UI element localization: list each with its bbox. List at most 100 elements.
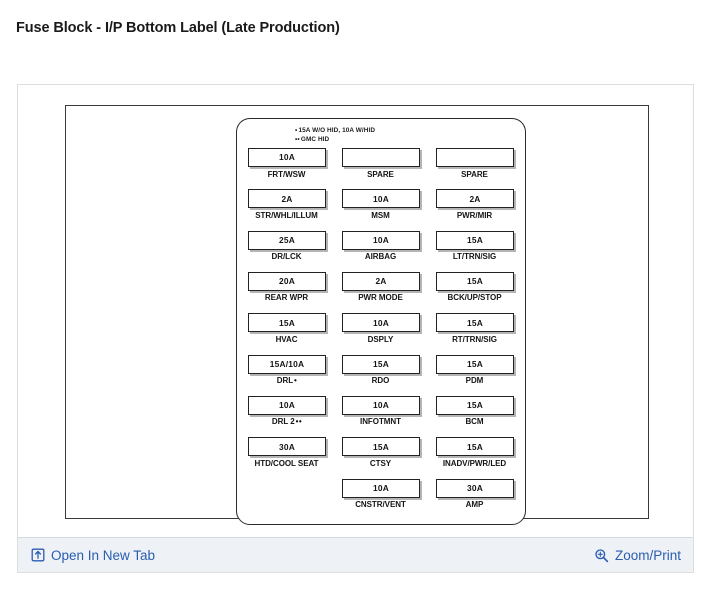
fuse-label: CTSY (369, 458, 392, 468)
fuse-amperage: 10A (373, 482, 389, 493)
fuse-cell[interactable]: 15A INADV/PWR/LED (435, 437, 515, 478)
fuse-box: 10A (248, 395, 326, 415)
fuse-cell[interactable]: 15A LT/TRN/SIG (435, 230, 515, 272)
zoom-print-button[interactable]: Zoom/Print (594, 548, 681, 563)
fuse-cell[interactable]: 20A REAR WPR (247, 271, 327, 313)
fuse-label: SPARE (367, 169, 394, 179)
fuse-label: PWR/MIR (456, 210, 493, 220)
fuse-label: DSPLY (367, 334, 394, 344)
fuse-box: 10A (248, 148, 326, 167)
fuse-amperage: 25A (279, 234, 295, 245)
fuse-amperage: 10A (373, 400, 389, 411)
fuse-label: BCM (465, 417, 484, 427)
fuse-columns: 10A FRT/WSW 2A STR/WHL/ILLUM 25A DR/LCK (237, 148, 525, 520)
fuse-label: DRL 2•• (271, 417, 303, 427)
fuse-cell[interactable]: 25A DR/LCK (247, 230, 327, 272)
viewer-footer: Open In New Tab Zoom/Print (18, 537, 693, 572)
fuse-amperage: 10A (279, 152, 295, 163)
viewer-stage: •15A W/O HID, 10A W/HID ••GMC HID 10A FR… (18, 85, 693, 537)
open-in-new-tab-label: Open In New Tab (51, 547, 156, 563)
fuse-cell[interactable]: 10A CNSTR/VENT (341, 478, 421, 520)
legend-item: ••GMC HID (295, 135, 495, 144)
fuse-label: HTD/COOL SEAT (254, 458, 319, 468)
fuse-cell[interactable]: 15A CTSY (341, 437, 421, 478)
fuse-cell[interactable]: 15A RDO (341, 354, 421, 396)
fuse-cell[interactable]: 15A BCM (435, 395, 515, 437)
fuse-cell[interactable]: 15A PDM (435, 354, 515, 396)
fuse-box: 20A (248, 271, 326, 291)
fuse-box: 15A (436, 395, 514, 415)
fuse-box: 15A (436, 313, 514, 333)
fuse-cell[interactable]: 30A AMP (435, 478, 515, 520)
fuse-box: 15A (436, 437, 514, 457)
fuse-amperage: 10A (279, 400, 295, 411)
zoom-print-label: Zoom/Print (614, 547, 681, 563)
fuse-label: BCK/UP/STOP (447, 293, 502, 303)
fuse-cell[interactable]: 15A/10A DRL• (247, 354, 327, 396)
fuse-box: 15A (436, 354, 514, 374)
fuse-cell[interactable]: 30A HTD/COOL SEAT (247, 437, 327, 478)
fuse-cell[interactable]: 15A RT/TRN/SIG (435, 313, 515, 354)
fuse-amperage: 30A (279, 441, 295, 452)
fuse-label: DRL• (276, 376, 298, 386)
fuse-cell-spare[interactable]: SPARE (341, 148, 421, 189)
fuse-box: 30A (436, 478, 514, 498)
fuse-label: LT/TRN/SIG (452, 252, 497, 262)
fuse-amperage: 10A (373, 193, 389, 204)
open-in-new-tab-button[interactable]: Open In New Tab (30, 548, 155, 563)
fuse-label: RDO (371, 376, 390, 386)
fuse-box: 10A (342, 189, 420, 209)
fuse-amperage: 15A (467, 358, 483, 369)
magnifier-plus-icon (594, 548, 609, 563)
legend-item: •15A W/O HID, 10A W/HID (295, 126, 495, 135)
fuse-cell-spacer (247, 479, 327, 520)
fuse-cell[interactable]: 10A MSM (341, 189, 421, 230)
fuse-box: 2A (436, 189, 514, 209)
fuse-amperage: 15A (373, 358, 389, 369)
fuse-cell[interactable]: 2A PWR/MIR (435, 189, 515, 230)
fuse-amperage: 30A (467, 482, 483, 493)
fuse-label: AMP (465, 500, 484, 510)
legend-marker-single: • (295, 127, 298, 134)
legend-marker-double: •• (295, 136, 300, 143)
fuse-cell[interactable]: 10A DSPLY (341, 313, 421, 354)
fuse-label: INFOTMNT (360, 417, 401, 427)
fuse-box (436, 148, 514, 167)
legend: •15A W/O HID, 10A W/HID ••GMC HID (295, 126, 495, 144)
fuse-cell[interactable]: 10A AIRBAG (341, 230, 421, 272)
fuse-label: HVAC (275, 334, 298, 344)
fuse-amperage: 20A (279, 276, 295, 287)
fuse-amperage: 15A (279, 317, 295, 328)
fuse-amperage: 10A (373, 234, 389, 245)
fuse-diagram-image: •15A W/O HID, 10A W/HID ••GMC HID 10A FR… (65, 105, 649, 525)
fuse-box: 2A (248, 189, 326, 209)
legend-text: GMC HID (300, 136, 330, 143)
fuse-cell[interactable]: 10A FRT/WSW (247, 148, 327, 189)
fuse-box: 10A (342, 313, 420, 333)
fuse-column-3: SPARE 2A PWR/MIR 15A LT/TRN/SIG 15A BC (435, 148, 515, 520)
fuse-amperage: 2A (281, 193, 293, 204)
fuse-box: 25A (248, 230, 326, 250)
fuse-cell[interactable]: 15A HVAC (247, 313, 327, 354)
fuse-cell[interactable]: 15A BCK/UP/STOP (435, 271, 515, 313)
fuse-cell[interactable]: 2A PWR MODE (341, 271, 421, 313)
fuse-column-2: SPARE 10A MSM 10A AIRBAG 2A PWR MODE (341, 148, 421, 520)
external-link-icon (30, 548, 45, 563)
fuse-label: FRT/WSW (267, 169, 306, 179)
fuse-amperage: 2A (469, 193, 481, 204)
fuse-cell[interactable]: 2A STR/WHL/ILLUM (247, 189, 327, 230)
fuse-label: RT/TRN/SIG (452, 334, 497, 344)
fuse-label: SPARE (461, 169, 488, 179)
fuse-label: PDM (465, 376, 484, 386)
fuse-column-1: 10A FRT/WSW 2A STR/WHL/ILLUM 25A DR/LCK (247, 148, 327, 520)
legend-text: 15A W/O HID, 10A W/HID (298, 127, 376, 134)
fuse-cell[interactable]: 10A INFOTMNT (341, 395, 421, 437)
fuse-amperage: 15A/10A (269, 358, 305, 369)
fuse-label: STR/WHL/ILLUM (255, 210, 318, 220)
fuse-box: 30A (248, 437, 326, 457)
fuse-mark: • (294, 376, 298, 386)
page-title: Fuse Block - I/P Bottom Label (Late Prod… (16, 20, 340, 36)
fuse-label: DR/LCK (271, 252, 302, 262)
fuse-cell-spare[interactable]: SPARE (435, 148, 515, 189)
fuse-cell[interactable]: 10A DRL 2•• (247, 395, 327, 437)
